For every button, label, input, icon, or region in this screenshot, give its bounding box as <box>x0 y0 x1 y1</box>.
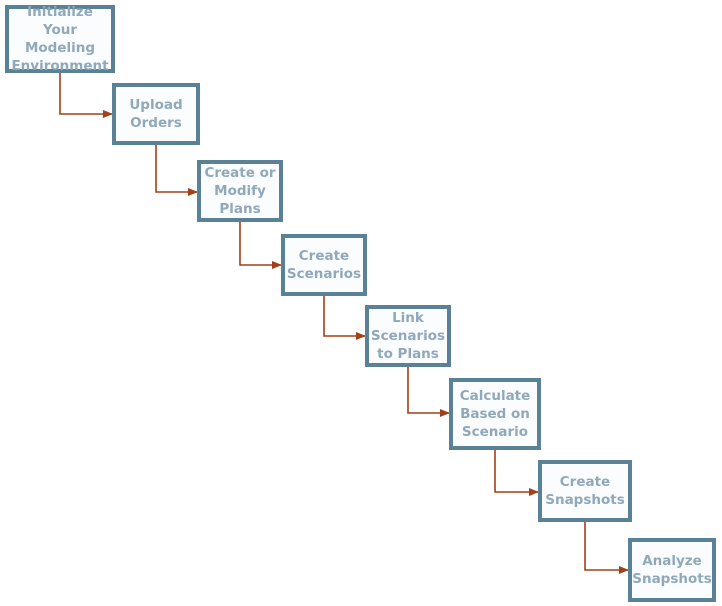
connector-4-5 <box>323 296 366 340</box>
connector-1-2 <box>59 73 113 118</box>
connector-6-7 <box>494 450 539 496</box>
step-create-snapshots: Create Snapshots <box>538 460 632 522</box>
step-analyze-snapshots: Analyze Snapshots <box>628 538 716 602</box>
step-label: Initialize Your Modeling Environment <box>11 4 109 74</box>
step-label: Create or Modify Plans <box>204 165 276 217</box>
step-link-scenarios-to-plans: Link Scenarios to Plans <box>365 305 451 367</box>
step-label: Upload Orders <box>129 97 183 131</box>
step-label: Link Scenarios to Plans <box>370 310 446 362</box>
connector-2-3 <box>155 145 198 196</box>
step-calculate-based-on-scenario: Calculate Based on Scenario <box>449 378 541 450</box>
step-label: Create Snapshots <box>545 474 625 508</box>
connector-7-8 <box>584 522 629 574</box>
connector-5-6 <box>407 367 450 417</box>
step-label: Calculate Based on Scenario <box>459 388 531 440</box>
step-create-scenarios: Create Scenarios <box>281 234 367 296</box>
step-initialize-environment: Initialize Your Modeling Environment <box>5 4 115 74</box>
step-label: Analyze Snapshots <box>632 553 712 587</box>
step-create-modify-plans: Create or Modify Plans <box>197 160 283 222</box>
connector-3-4 <box>239 222 282 269</box>
step-upload-orders: Upload Orders <box>112 83 200 145</box>
step-label: Create Scenarios <box>286 248 362 282</box>
